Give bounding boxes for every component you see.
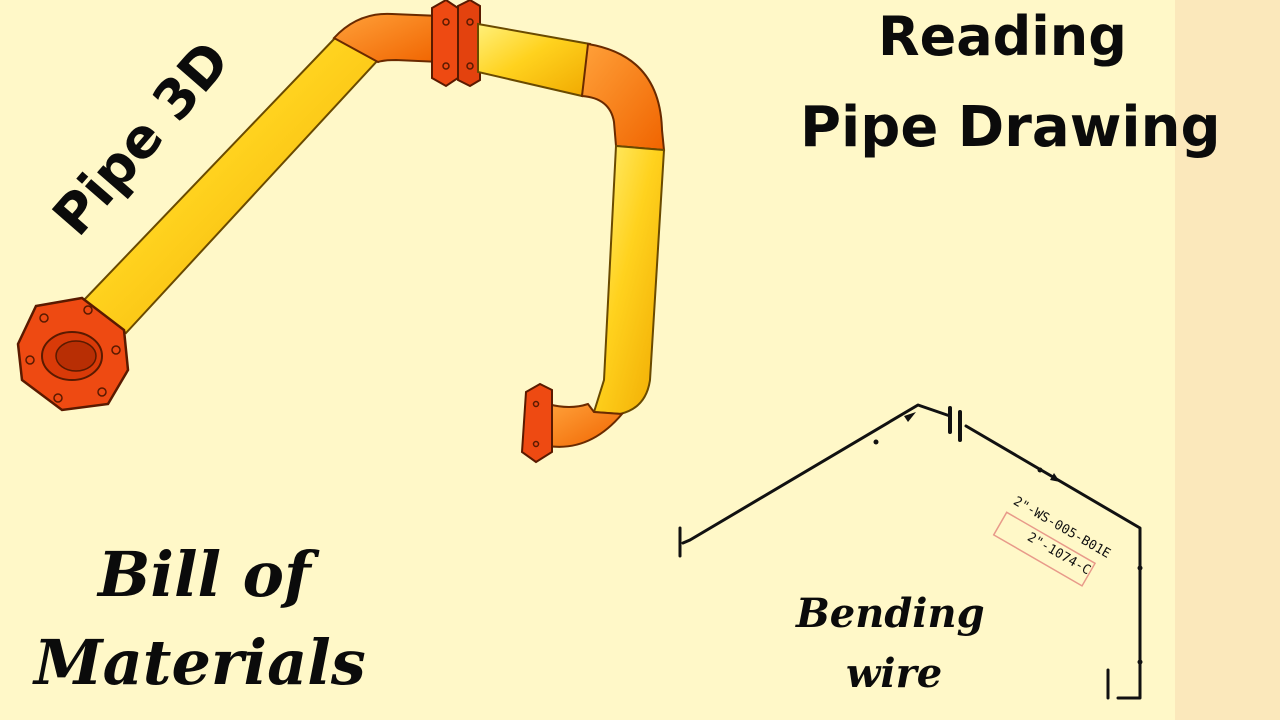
flange-bottom-left-large <box>16 296 130 412</box>
bending-wire-line1: Bending <box>796 590 985 637</box>
flange-bottom-small <box>520 382 553 464</box>
bill-of-materials-line2: Materials <box>34 626 366 699</box>
pipe-elbow-top-right <box>580 42 666 152</box>
iso-line-right <box>964 424 1142 700</box>
right-edge-strip <box>1175 0 1280 720</box>
title-pipe-drawing: Pipe Drawing <box>800 95 1221 160</box>
flange-top-right <box>457 0 481 88</box>
iso-spool-box <box>992 511 1097 587</box>
title-reading: Reading <box>878 5 1127 68</box>
bill-of-materials-line1: Bill of <box>98 538 311 611</box>
bending-wire-line2: wire <box>846 650 943 697</box>
iso-line-left <box>681 403 952 545</box>
